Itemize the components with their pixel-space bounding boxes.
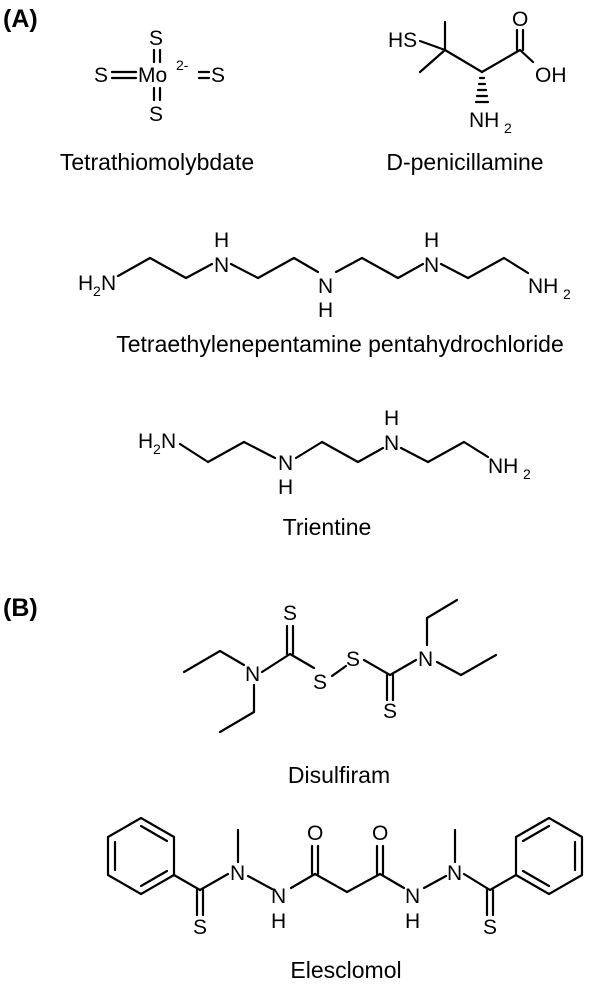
atom-nh: NH <box>469 109 499 132</box>
atom-mo: Mo <box>138 64 167 87</box>
svg-text:NH: NH <box>528 275 558 298</box>
svg-text:N: N <box>418 648 433 671</box>
svg-text:H: H <box>78 272 93 295</box>
svg-text:H: H <box>271 910 286 933</box>
charge-label: 2- <box>176 57 189 73</box>
svg-text:N: N <box>405 885 420 908</box>
svg-text:H: H <box>318 299 333 322</box>
atom-o: O <box>512 8 528 31</box>
svg-text:N: N <box>161 430 176 453</box>
svg-text:N: N <box>447 862 462 885</box>
svg-text:N: N <box>230 862 245 885</box>
svg-text:H: H <box>384 407 399 430</box>
tetraethylenepentamine-structure: H 2 N N H N H N H NH 2 <box>78 229 571 322</box>
svg-text:NH: NH <box>488 455 518 478</box>
svg-text:N: N <box>214 254 229 277</box>
svg-text:N: N <box>245 663 260 686</box>
tetrathiomolybdate-structure: S S Mo 2- S S <box>94 27 225 126</box>
svg-text:H: H <box>424 229 439 252</box>
svg-text:N: N <box>101 272 116 295</box>
atom-s-right: S <box>211 64 225 87</box>
atom-s-bottom: S <box>149 103 163 126</box>
atom-hs: HS <box>388 29 417 52</box>
svg-text:S: S <box>193 916 207 939</box>
compound-name-elesclomol: Elesclomol <box>290 957 401 983</box>
svg-text:H: H <box>214 229 229 252</box>
svg-text:S: S <box>346 648 360 671</box>
atom-s-top: S <box>149 27 163 50</box>
svg-text:N: N <box>384 432 399 455</box>
compound-name-tetraethylenepentamine: Tetraethylenepentamine pentahydrochlorid… <box>116 331 564 357</box>
compound-name-tetrathiomolybdate: Tetrathiomolybdate <box>60 149 254 175</box>
atom-oh: OH <box>535 64 567 87</box>
atom-s-left: S <box>94 64 108 87</box>
elesclomol-structure: S N N H O O N H N S <box>106 816 584 939</box>
svg-text:O: O <box>372 822 388 845</box>
svg-text:2: 2 <box>504 120 512 136</box>
compound-name-penicillamine: D-penicillamine <box>386 149 543 175</box>
trientine-structure: H 2 N N H N H NH 2 <box>138 407 531 499</box>
svg-text:N: N <box>424 254 439 277</box>
svg-text:S: S <box>383 700 397 723</box>
svg-text:H: H <box>405 910 420 933</box>
svg-text:H: H <box>138 430 153 453</box>
svg-text:S: S <box>283 602 297 625</box>
panel-label-a: (A) <box>3 5 38 33</box>
svg-text:2: 2 <box>93 283 101 299</box>
svg-text:2: 2 <box>153 441 161 457</box>
svg-text:N: N <box>271 885 286 908</box>
svg-text:N: N <box>318 275 333 298</box>
panel-label-b: (B) <box>3 594 38 622</box>
svg-text:2: 2 <box>523 466 531 482</box>
svg-text:2: 2 <box>563 286 571 302</box>
svg-text:N: N <box>278 452 293 475</box>
svg-text:S: S <box>313 671 327 694</box>
svg-text:H: H <box>278 476 293 499</box>
disulfiram-structure: S N S S S N <box>182 598 498 734</box>
compound-name-trientine: Trientine <box>283 514 372 540</box>
svg-text:S: S <box>483 916 497 939</box>
compound-name-disulfiram: Disulfiram <box>288 762 390 788</box>
penicillamine-structure: HS O OH NH 2 <box>388 8 567 136</box>
svg-text:O: O <box>307 822 323 845</box>
